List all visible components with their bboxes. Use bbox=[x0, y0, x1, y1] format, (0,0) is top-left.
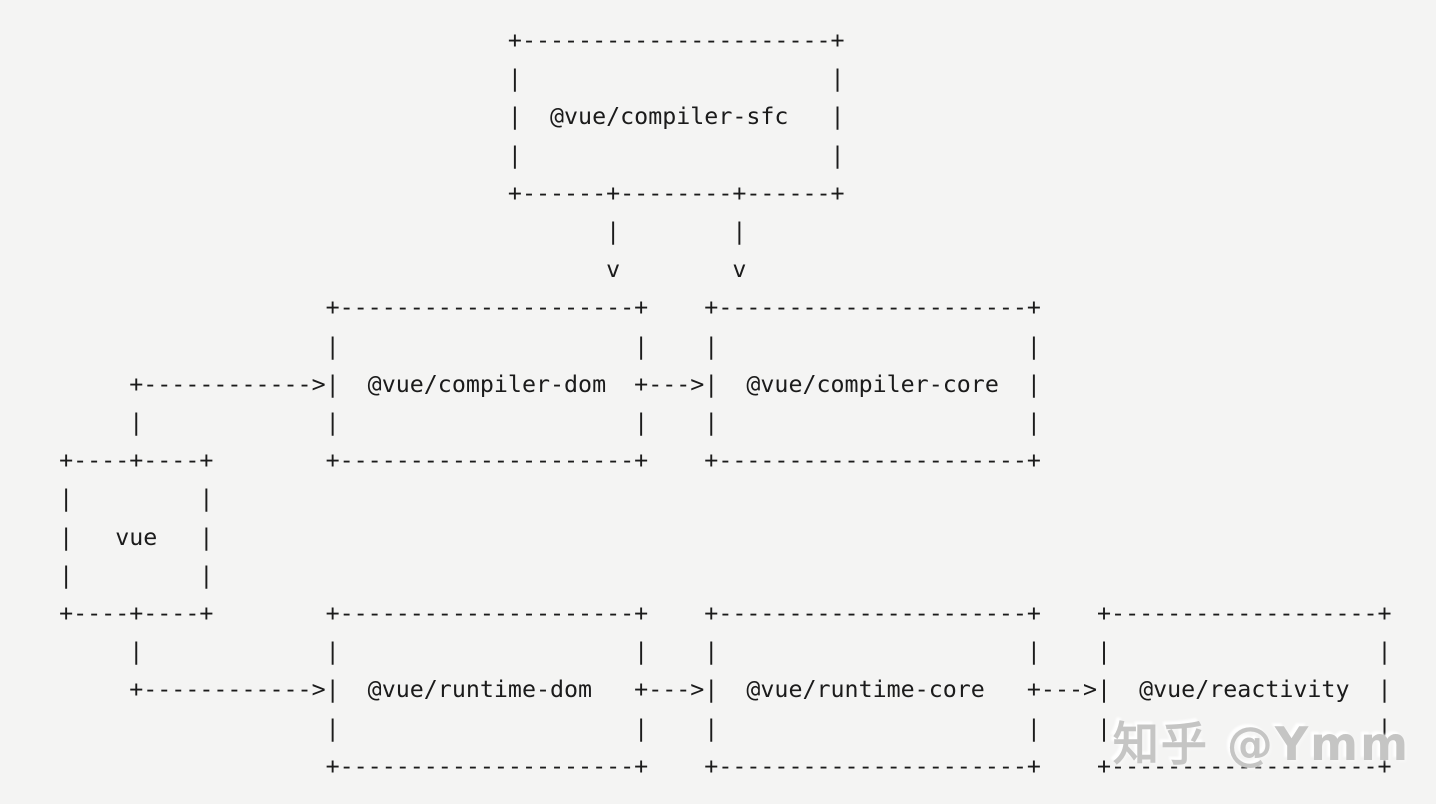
vue-package-dependency-ascii-diagram: +----------------------+ | | | @vue/comp… bbox=[59, 27, 1392, 780]
zhihu-watermark: 知乎 @Ymm bbox=[1112, 717, 1410, 771]
